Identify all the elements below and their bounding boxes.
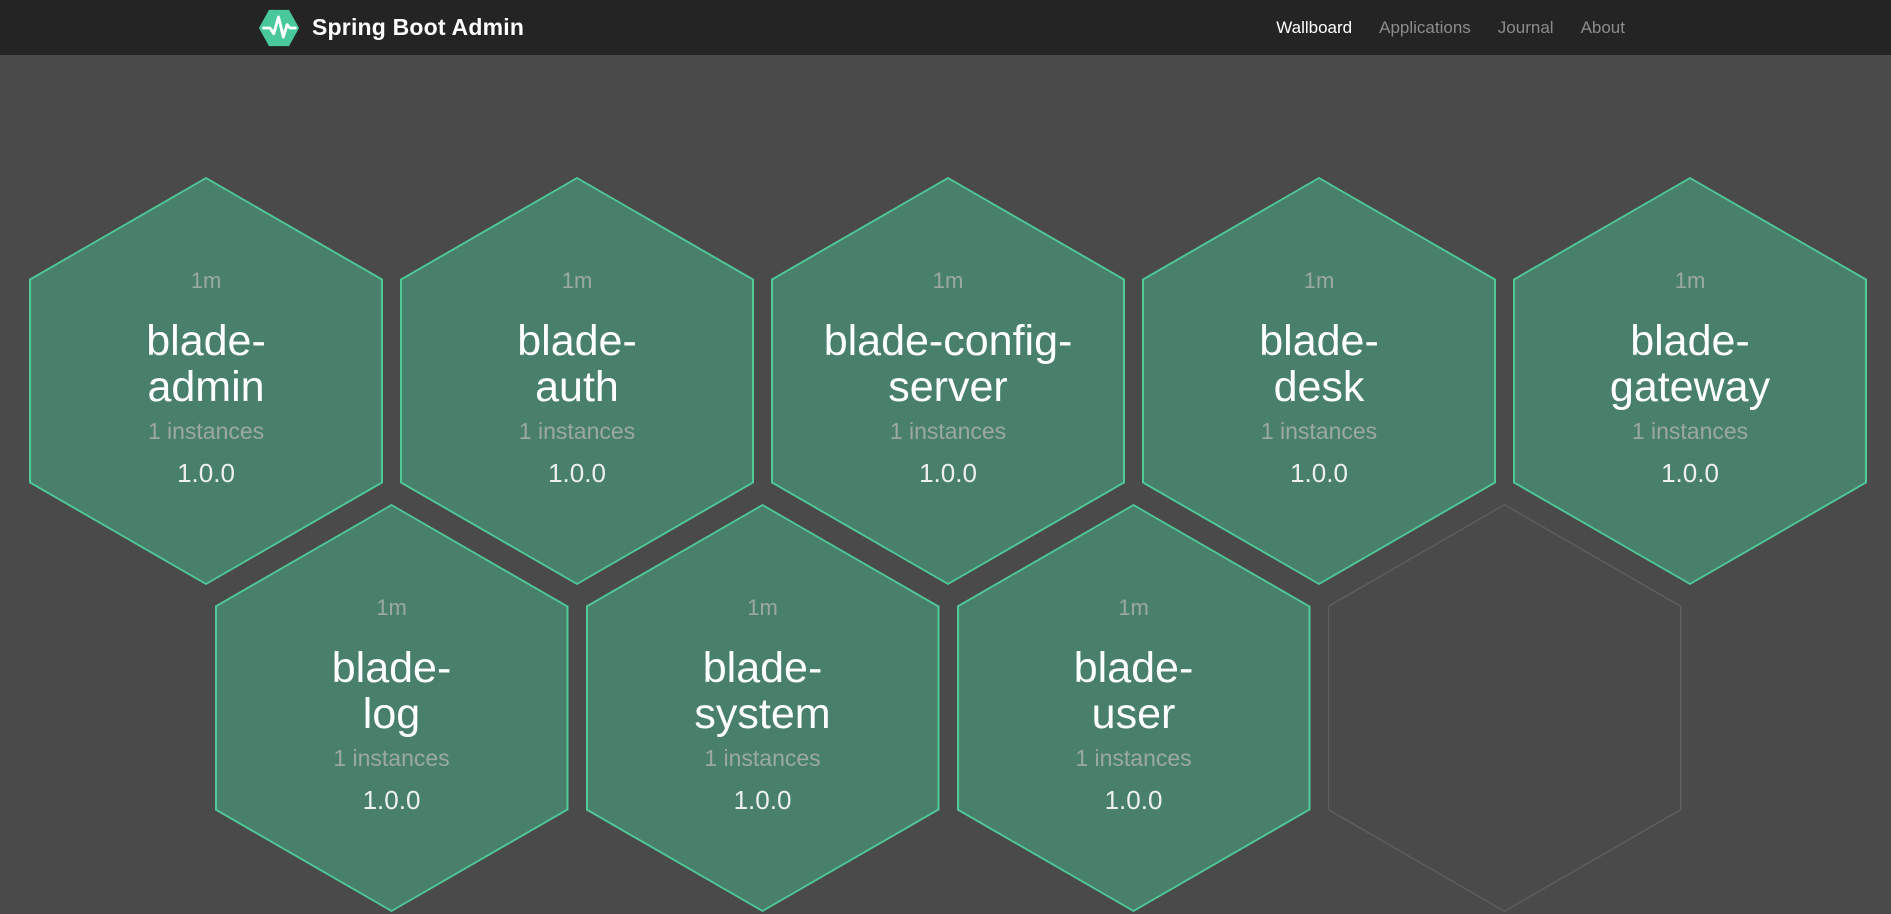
nav-item-about[interactable]: About bbox=[1580, 17, 1625, 37]
hexagon-content: 1m blade- system 1 instances 1.0.0 bbox=[586, 504, 940, 912]
app-name: blade- admin bbox=[146, 317, 266, 411]
app-uptime: 1m bbox=[1303, 268, 1335, 293]
hexagon-content: 1m blade- admin 1 instances 1.0.0 bbox=[29, 177, 383, 585]
app-instances: 1 instances bbox=[1075, 745, 1192, 771]
hexagon-content: 1m blade- desk 1 instances 1.0.0 bbox=[1142, 177, 1496, 585]
app-version: 1.0.0 bbox=[1661, 458, 1719, 488]
hexagon-fill bbox=[1329, 505, 1680, 911]
app-version: 1.0.0 bbox=[548, 458, 606, 488]
app-name: blade- log bbox=[331, 644, 452, 738]
hexagon-content: 1m blade- user 1 instances 1.0.0 bbox=[957, 504, 1311, 912]
app-uptime: 1m bbox=[561, 268, 593, 293]
empty-hexagon bbox=[1327, 504, 1682, 912]
app-instances: 1 instances bbox=[1260, 418, 1378, 444]
app-version: 1.0.0 bbox=[177, 458, 235, 488]
app-name: blade- user bbox=[1073, 644, 1194, 738]
app-version: 1.0.0 bbox=[362, 785, 421, 815]
app-version: 1.0.0 bbox=[1290, 458, 1348, 488]
nav-item-journal[interactable]: Journal bbox=[1497, 17, 1554, 37]
pulse-hexagon-icon bbox=[258, 9, 300, 46]
app-hexagon-blade-auth[interactable]: 1m blade- auth 1 instances 1.0.0 bbox=[400, 177, 754, 585]
navbar: Spring Boot Admin Wallboard Applications J… bbox=[0, 0, 1891, 55]
app-instances: 1 instances bbox=[889, 418, 1007, 444]
hexagon-fill bbox=[1144, 179, 1494, 583]
app-name: blade- gateway bbox=[1609, 317, 1771, 411]
app-instances: 1 instances bbox=[1631, 418, 1749, 444]
navbar-menu: Wallboard Applications Journal About bbox=[1249, 0, 1625, 55]
app-name: blade- desk bbox=[1259, 317, 1379, 411]
app-uptime: 1m bbox=[932, 268, 964, 293]
app-name: blade-config- server bbox=[823, 317, 1073, 411]
app-instances: 1 instances bbox=[518, 418, 636, 444]
app-name: blade- system bbox=[694, 644, 831, 738]
app-hexagon-blade-log[interactable]: 1m blade- log 1 instances 1.0.0 bbox=[214, 504, 569, 912]
app-version: 1.0.0 bbox=[733, 785, 792, 815]
app-uptime: 1m bbox=[1118, 595, 1149, 620]
app-instances: 1 instances bbox=[704, 745, 821, 771]
hexagon-fill bbox=[1515, 179, 1865, 583]
app-instances: 1 instances bbox=[333, 745, 450, 771]
nav-item-wallboard[interactable]: Wallboard bbox=[1276, 17, 1353, 37]
app-uptime: 1m bbox=[376, 595, 407, 620]
brand-title: Spring Boot Admin bbox=[312, 14, 525, 40]
hexagon-content: 1m blade-config- server 1 instances 1.0.… bbox=[771, 177, 1125, 585]
wallboard: 1m blade- admin 1 instances 1.0.0 1m bla… bbox=[0, 55, 1891, 914]
app-hexagon-blade-gateway[interactable]: 1m blade- gateway 1 instances 1.0.0 bbox=[1513, 177, 1867, 585]
app-name: blade- auth bbox=[517, 317, 637, 411]
app-uptime: 1m bbox=[1674, 268, 1706, 293]
app-version: 1.0.0 bbox=[919, 458, 977, 488]
app-hexagon-blade-system[interactable]: 1m blade- system 1 instances 1.0.0 bbox=[585, 504, 940, 912]
brand: Spring Boot Admin bbox=[258, 0, 524, 55]
app-hexagon-blade-config-server[interactable]: 1m blade-config- server 1 instances 1.0.… bbox=[771, 177, 1125, 585]
app-hexagon-blade-admin[interactable]: 1m blade- admin 1 instances 1.0.0 bbox=[29, 177, 383, 585]
app-hexagon-blade-desk[interactable]: 1m blade- desk 1 instances 1.0.0 bbox=[1142, 177, 1496, 585]
app-uptime: 1m bbox=[747, 595, 778, 620]
hexagon-content: 1m blade- auth 1 instances 1.0.0 bbox=[400, 177, 754, 585]
app-version: 1.0.0 bbox=[1104, 785, 1163, 815]
app-instances: 1 instances bbox=[147, 418, 265, 444]
hexagon-content: 1m blade- gateway 1 instances 1.0.0 bbox=[1513, 177, 1867, 585]
hexagon-content: 1m blade- log 1 instances 1.0.0 bbox=[215, 504, 569, 912]
app-hexagon-blade-user[interactable]: 1m blade- user 1 instances 1.0.0 bbox=[956, 504, 1311, 912]
app-uptime: 1m bbox=[190, 268, 222, 293]
nav-item-applications[interactable]: Applications bbox=[1379, 17, 1471, 37]
